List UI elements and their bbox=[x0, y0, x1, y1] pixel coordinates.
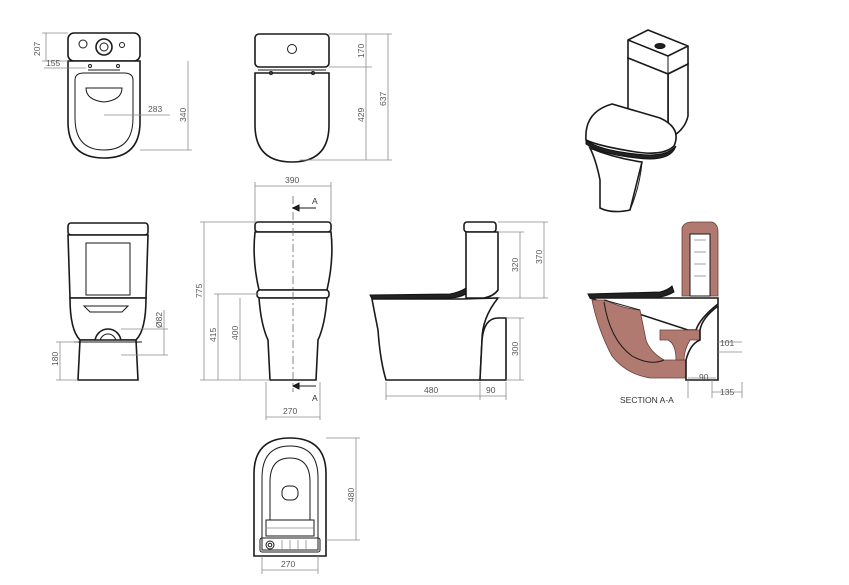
dim-top-283: 283 bbox=[148, 104, 162, 114]
dim-side-270: 270 bbox=[283, 406, 297, 416]
front-view: 180 Ø82 bbox=[50, 222, 168, 381]
rear-view: 170 429 637 bbox=[254, 33, 392, 163]
dim-rear-170: 170 bbox=[356, 44, 366, 58]
dim-top-340: 340 bbox=[178, 108, 188, 122]
section-marker-top: A bbox=[312, 196, 318, 206]
section-marker-bottom: A bbox=[312, 393, 318, 403]
section-view: 101 90 135 SECTION A-A bbox=[587, 221, 743, 405]
dim-section-101: 101 bbox=[720, 338, 734, 348]
dim-top-207: 207 bbox=[32, 42, 42, 56]
dim-side-415: 415 bbox=[208, 328, 218, 342]
dim-section-135: 135 bbox=[720, 387, 734, 397]
dim-side-400: 400 bbox=[230, 326, 240, 340]
top-view: 207 155 283 340 bbox=[32, 32, 192, 159]
dim-section-90: 90 bbox=[699, 372, 709, 382]
dim-profile-480: 480 bbox=[424, 385, 438, 395]
dim-front-180: 180 bbox=[50, 352, 60, 366]
dim-plan-270: 270 bbox=[281, 559, 295, 569]
dim-profile-90: 90 bbox=[486, 385, 496, 395]
dim-front-diameter: Ø82 bbox=[154, 312, 164, 328]
side-view: A A 390 775 415 400 270 bbox=[194, 175, 333, 420]
dim-profile-370: 370 bbox=[534, 250, 544, 264]
dim-side-390: 390 bbox=[285, 175, 299, 185]
dim-side-775: 775 bbox=[194, 284, 204, 298]
profile-view: 320 370 300 480 90 bbox=[369, 221, 548, 400]
plan-view: 480 270 bbox=[253, 437, 360, 574]
dim-profile-320: 320 bbox=[510, 258, 520, 272]
dim-rear-637: 637 bbox=[378, 92, 388, 106]
isometric-view bbox=[585, 29, 689, 213]
dim-plan-480: 480 bbox=[346, 488, 356, 502]
dim-profile-300: 300 bbox=[510, 342, 520, 356]
dim-top-155: 155 bbox=[46, 58, 60, 68]
section-caption: SECTION A-A bbox=[620, 395, 674, 405]
dim-rear-429: 429 bbox=[356, 108, 366, 122]
